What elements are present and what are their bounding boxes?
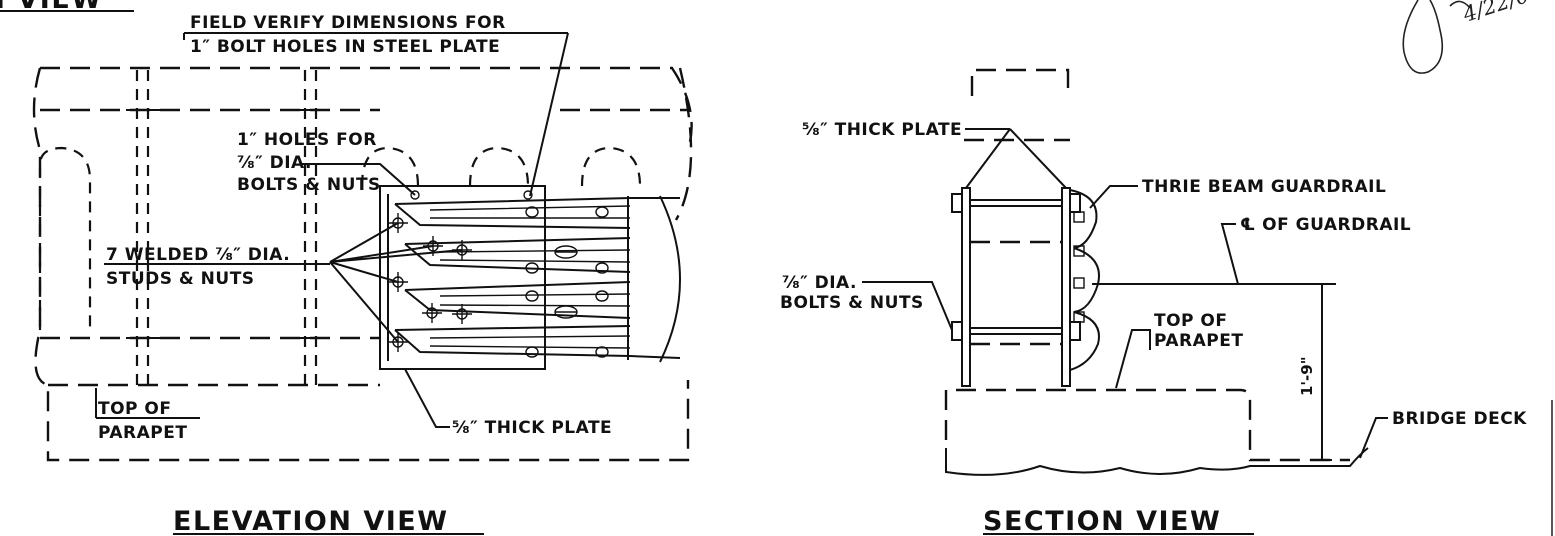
bolt-holes-label-line2: ⅞″ DIA. — [237, 153, 312, 173]
elevation-view: FIELD VERIFY DIMENSIONS FOR 1″ BOLT HOLE… — [32, 13, 693, 536]
height-dimension-value: 1'-9" — [1298, 356, 1316, 396]
plan-view-title-fragment: AN VIEW — [0, 0, 103, 15]
elevation-view-title: ELEVATION VIEW — [173, 506, 449, 536]
top-of-parapet-label-line1: TOP OF — [98, 399, 172, 419]
section-top-of-parapet-line2: PARAPET — [1154, 331, 1243, 351]
section-bolts-label-line2: BOLTS & NUTS — [780, 293, 924, 313]
bolt-holes-label-line1: 1″ HOLES FOR — [237, 130, 377, 150]
centerline-label: ℄ OF GUARDRAIL — [1240, 215, 1411, 235]
section-view: ⅝″ THICK PLATE THRIE BEAM GUARDRAIL ℄ OF… — [780, 68, 1527, 536]
thrie-beam-elevation — [394, 195, 681, 363]
height-dimension: 1'-9" — [1298, 283, 1332, 461]
studs-label-line1: 7 WELDED ⅞″ DIA. — [106, 245, 290, 265]
section-parapet — [944, 388, 1350, 462]
handwritten-signature: 4/22/0 — [1402, 0, 1532, 74]
section-top-of-parapet-line1: TOP OF — [1154, 311, 1228, 331]
section-bolts — [951, 193, 1081, 341]
signature-date: 4/22/0 — [1459, 0, 1532, 27]
bridge-deck-label: BRIDGE DECK — [1392, 409, 1527, 429]
section-plate-right — [1061, 187, 1071, 387]
section-bolts-label-line1: ⅞″ DIA. — [782, 273, 857, 293]
field-verify-label-line1: FIELD VERIFY DIMENSIONS FOR — [190, 13, 506, 33]
top-of-parapet-label-line2: PARAPET — [98, 423, 187, 443]
elevation-plate-label: ⅝″ THICK PLATE — [452, 418, 612, 438]
section-plate-left — [961, 187, 971, 387]
bolt-holes — [410, 190, 609, 358]
bolt-holes-label-line3: BOLTS & NUTS — [237, 175, 381, 195]
studs-label-line2: STUDS & NUTS — [106, 269, 255, 289]
section-view-title: SECTION VIEW — [983, 506, 1221, 536]
welded-studs — [388, 213, 472, 352]
section-plate-label: ⅝″ THICK PLATE — [802, 120, 962, 140]
guardrail-label: THRIE BEAM GUARDRAIL — [1142, 177, 1386, 197]
field-verify-label-line2: 1″ BOLT HOLES IN STEEL PLATE — [190, 37, 500, 57]
